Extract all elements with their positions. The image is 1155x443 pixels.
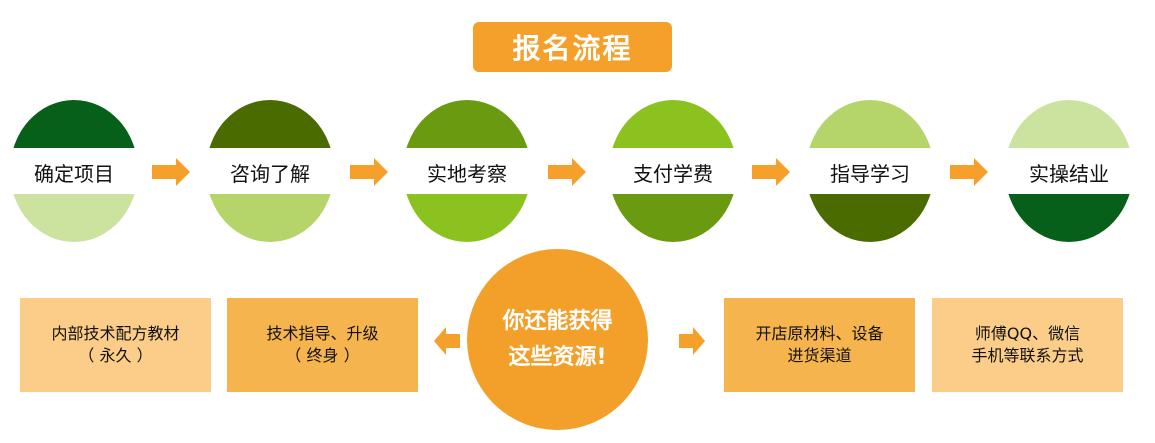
resource-text: （ 永久 ） bbox=[78, 346, 153, 365]
circle-top-half bbox=[403, 100, 531, 148]
resource-text: 内部技术配方教材 bbox=[51, 324, 180, 343]
resource-box-guidance: 技术指导、升级 （ 终身 ） bbox=[227, 298, 418, 392]
circle-bottom-half bbox=[1005, 194, 1133, 242]
arrow-right-icon bbox=[152, 158, 190, 186]
circle-bottom-half bbox=[609, 194, 737, 242]
process-step: 咨询了解 bbox=[206, 100, 334, 242]
resource-text: 开店原材料、设备 bbox=[755, 324, 884, 343]
resource-box-contact: 师傅QQ、微信 手机等联系方式 bbox=[932, 298, 1123, 392]
center-text: 这些资源! bbox=[508, 344, 607, 370]
process-step: 指导学习 bbox=[806, 100, 934, 242]
step-label: 咨询了解 bbox=[230, 161, 310, 186]
arrow-right-icon bbox=[679, 327, 705, 355]
circle-bottom-half bbox=[806, 194, 934, 242]
arrow-right-icon bbox=[350, 158, 388, 186]
step-label: 指导学习 bbox=[830, 161, 910, 186]
circle-top-half bbox=[609, 100, 737, 148]
step-label: 实地考察 bbox=[427, 161, 507, 186]
arrow-right-icon bbox=[752, 158, 790, 186]
step-label: 实操结业 bbox=[1029, 161, 1109, 186]
process-step: 确定项目 bbox=[10, 100, 138, 242]
circle-top-half bbox=[10, 100, 138, 148]
arrow-right-icon bbox=[548, 158, 586, 186]
page-title: 报名流程 bbox=[473, 22, 672, 72]
circle-top-half bbox=[806, 100, 934, 148]
resource-text: 技术指导、升级 bbox=[266, 324, 379, 343]
step-label: 确定项目 bbox=[34, 161, 114, 186]
resource-box-supplies: 开店原材料、设备 进货渠道 bbox=[724, 298, 915, 392]
resources-circle: 你还能获得 这些资源! bbox=[467, 249, 648, 430]
process-step: 支付学费 bbox=[609, 100, 737, 242]
circle-bottom-half bbox=[206, 194, 334, 242]
resource-text: 进货渠道 bbox=[787, 346, 852, 365]
arrow-left-icon bbox=[434, 327, 460, 355]
circle-bottom-half bbox=[403, 194, 531, 242]
step-label: 支付学费 bbox=[633, 161, 713, 186]
circle-top-half bbox=[1005, 100, 1133, 148]
process-step: 实操结业 bbox=[1005, 100, 1133, 242]
circle-top-half bbox=[206, 100, 334, 148]
process-step: 实地考察 bbox=[403, 100, 531, 242]
resource-text: （ 终身 ） bbox=[285, 346, 360, 365]
arrow-right-icon bbox=[950, 158, 988, 186]
circle-bottom-half bbox=[10, 194, 138, 242]
center-text: 你还能获得 bbox=[502, 308, 613, 334]
resource-box-materials: 内部技术配方教材 （ 永久 ） bbox=[20, 298, 211, 392]
resource-text: 手机等联系方式 bbox=[971, 346, 1084, 365]
resource-text: 师傅QQ、微信 bbox=[974, 324, 1081, 343]
